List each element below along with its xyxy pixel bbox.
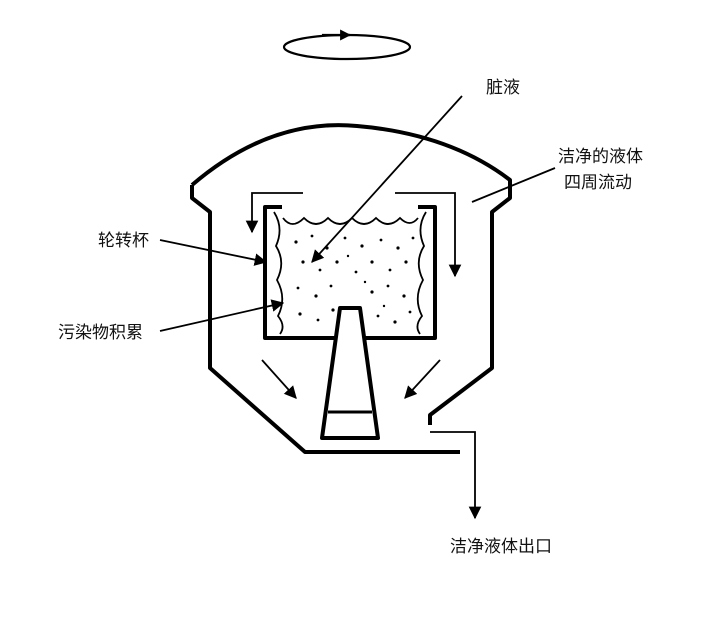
label-clean-liquid-flow-line1: 洁净的液体 — [558, 147, 643, 167]
label-contaminant-buildup: 污染物积累 — [58, 323, 143, 343]
leader-lines — [159, 95, 556, 332]
label-dirty-liquid: 脏液 — [486, 78, 520, 98]
dirty-liquid-particles — [294, 234, 415, 324]
label-clean-outlet: 洁净液体出口 — [450, 537, 552, 557]
central-nozzle — [320, 306, 380, 440]
label-clean-liquid-flow-line2: 四周流动 — [564, 173, 632, 193]
label-rotor-cup: 轮转杯 — [98, 231, 149, 251]
contaminant-layer — [273, 211, 427, 335]
rotation-arrow — [282, 29, 412, 61]
flow-arrows — [245, 192, 482, 520]
outer-housing — [190, 123, 512, 454]
